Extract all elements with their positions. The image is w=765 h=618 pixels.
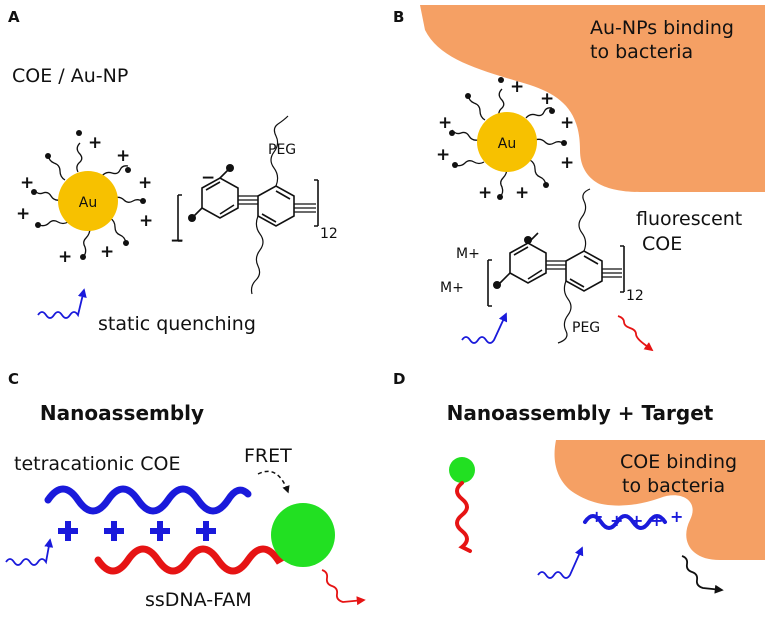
coe-end-dot-a1: [226, 164, 234, 172]
ligand-chains-a: [33, 142, 144, 258]
tetracationic-coe-label: tetracationic COE: [14, 453, 181, 475]
svg-text:+: +: [438, 113, 452, 133]
coe-structure-b: [487, 188, 625, 344]
svg-text:+: +: [20, 173, 34, 193]
svg-text:+: +: [139, 211, 153, 231]
fam-dye-c: [271, 503, 335, 567]
cation-label-b2: M+: [440, 280, 464, 296]
coe-end-dot-a2: [188, 214, 196, 222]
svg-text:+: +: [630, 511, 643, 530]
plus-charges-b: + + + + + + + +: [436, 77, 574, 203]
dna-strand-d: [455, 481, 472, 553]
au-label-b: Au: [498, 136, 516, 152]
emission-arrow-c: [321, 569, 366, 606]
svg-text:+: +: [58, 247, 72, 267]
coe-wave-d: [583, 514, 667, 530]
panel-b: B Au-NPs binding to bacteria Au: [393, 5, 765, 352]
excitation-arrow-c: [5, 538, 54, 566]
quenched-arrow-d: [681, 555, 724, 594]
panel-a-title: COE / Au-NP: [12, 65, 128, 87]
coe-end-dot-b2: [493, 281, 501, 289]
panel-d-title: Nanoassembly + Target: [447, 401, 714, 425]
bacteria-label-d-line1: COE binding: [620, 451, 737, 473]
coe-label-b-line1: fluorescent: [636, 208, 742, 230]
svg-text:+: +: [478, 183, 492, 203]
coe-minus-a2: −: [170, 231, 184, 251]
panel-a: A COE / Au-NP Au: [8, 8, 338, 335]
caption-static-quenching: static quenching: [98, 313, 256, 335]
peg-label-b: PEG: [572, 320, 600, 336]
gold-core-b: [477, 112, 537, 172]
fam-dye-d: [449, 457, 475, 483]
bacteria-label-b-line2: to bacteria: [590, 41, 693, 63]
peg-label-a: PEG: [268, 142, 296, 158]
svg-text:+: +: [116, 146, 130, 166]
excitation-arrow-d: [537, 546, 584, 579]
excitation-arrow-a: [37, 288, 87, 319]
fret-arrow: [257, 470, 290, 494]
ligand-ends-b: [449, 77, 567, 200]
coe-structure-a: [177, 115, 319, 295]
coe-label-b-line2: COE: [642, 233, 682, 255]
coe-end-dot-b1: [524, 236, 532, 244]
cation-label-b1: M+: [456, 246, 480, 262]
emission-arrow-b: [617, 315, 654, 352]
plus-signs-c: [58, 521, 216, 541]
subscript-a: 12: [320, 226, 338, 242]
svg-text:+: +: [670, 507, 683, 526]
ligand-ends-a: [31, 130, 146, 260]
panel-d-letter: D: [393, 370, 405, 388]
svg-text:+: +: [560, 113, 574, 133]
svg-text:+: +: [16, 204, 30, 224]
au-label-a: Au: [79, 195, 97, 211]
panel-c-letter: C: [8, 370, 19, 388]
dna-wave-c: [94, 545, 300, 575]
svg-text:+: +: [515, 183, 529, 203]
plus-signs-d: + + + + +: [590, 507, 683, 530]
ssdna-fam-label: ssDNA-FAM: [145, 589, 252, 611]
svg-text:+: +: [540, 89, 554, 109]
svg-text:+: +: [138, 173, 152, 193]
bacteria-shape-b: [420, 5, 765, 192]
excitation-arrow-b: [461, 312, 508, 344]
panel-d: D Nanoassembly + Target COE binding to b…: [393, 370, 765, 594]
panel-a-letter: A: [8, 8, 20, 26]
au-nanoparticle-b: Au + + + + + + + +: [436, 77, 574, 203]
fret-label: FRET: [244, 445, 292, 467]
svg-text:+: +: [436, 145, 450, 165]
svg-text:+: +: [610, 511, 623, 530]
svg-text:+: +: [88, 133, 102, 153]
svg-text:+: +: [650, 511, 663, 530]
panel-c-title: Nanoassembly: [40, 401, 204, 425]
svg-text:+: +: [100, 242, 114, 262]
svg-text:+: +: [510, 77, 524, 97]
plus-charges-a: + + + + + + + +: [16, 133, 153, 267]
ligand-chains-b: [451, 88, 565, 198]
coe-wave-c: [44, 485, 252, 515]
coe-minus-a1: −: [201, 168, 215, 188]
svg-text:+: +: [560, 153, 574, 173]
au-nanoparticle-a: Au + + + + + + + +: [16, 130, 153, 267]
panel-c: C Nanoassembly tetracationic COE FRET ss…: [5, 370, 366, 611]
svg-text:+: +: [590, 507, 603, 526]
gold-core-a: [58, 171, 118, 231]
bacteria-shape-d: [554, 440, 765, 560]
bacteria-label-b-line1: Au-NPs binding: [590, 17, 734, 39]
subscript-b: 12: [626, 288, 644, 304]
bacteria-label-d-line2: to bacteria: [622, 475, 725, 497]
panel-b-letter: B: [393, 8, 404, 26]
